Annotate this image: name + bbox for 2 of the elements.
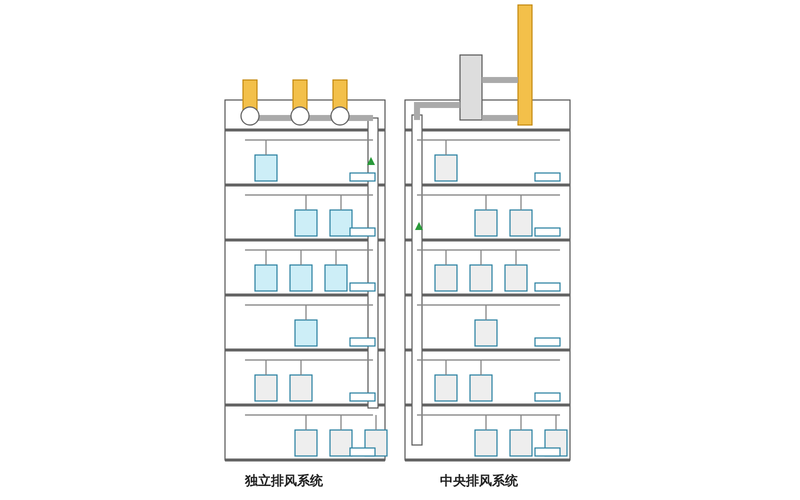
system-caption: 独立排风系统 <box>245 472 323 490</box>
system-caption: 中央排风系统 <box>440 472 518 490</box>
